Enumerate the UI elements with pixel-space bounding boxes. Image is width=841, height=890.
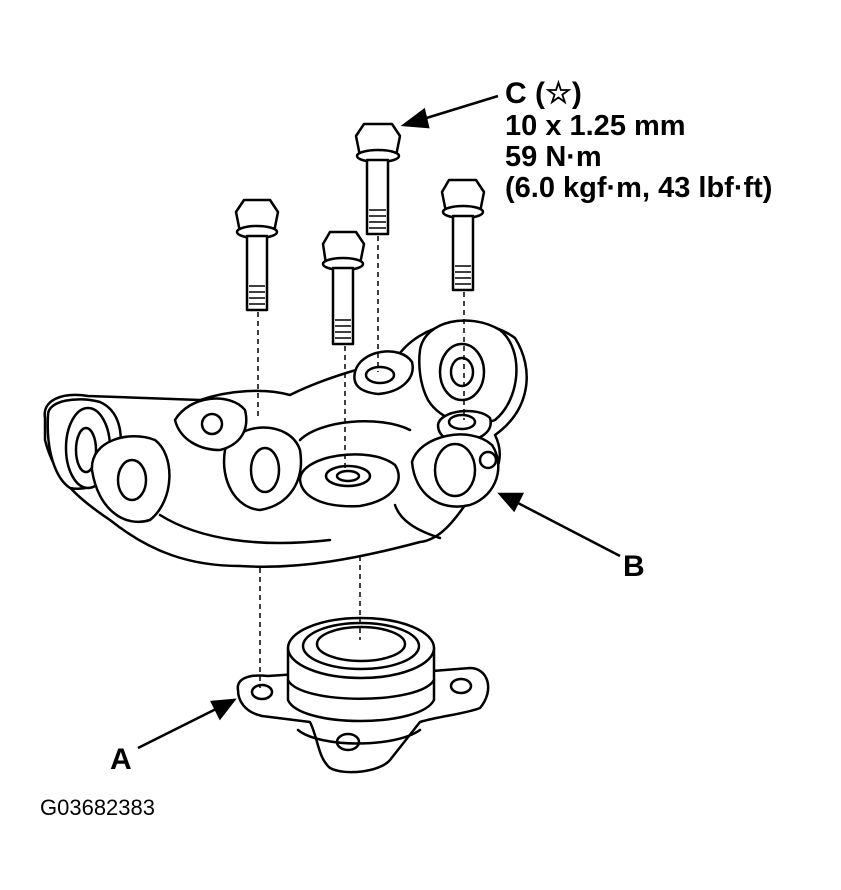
callout-c-label: C (☆) — [505, 77, 582, 110]
bolt-c-3 — [354, 122, 402, 236]
bolt-c-4 — [440, 178, 486, 292]
knuckle-part-b — [43, 319, 528, 569]
callout-a-label: A — [110, 743, 132, 776]
bolt-c-2 — [321, 230, 366, 346]
leader-arrow-c — [419, 94, 499, 122]
leader-arrow-a — [137, 706, 219, 750]
callout-c-torque-alt: (6.0 kgf·m, 43 lbf·ft) — [505, 172, 773, 204]
figure-code: G03682383 — [40, 795, 155, 820]
hub-bearing-part-a — [236, 616, 490, 774]
bolt-threads — [249, 209, 471, 339]
bolt-c-1 — [234, 198, 280, 312]
callout-b-label: B — [623, 550, 645, 583]
alignment-lines — [257, 236, 465, 688]
leader-arrow-b — [515, 500, 621, 558]
callout-c-thread-size: 10 x 1.25 mm — [505, 110, 686, 142]
callout-c-torque-nm: 59 N·m — [505, 141, 602, 173]
leader-arrows — [137, 94, 621, 750]
